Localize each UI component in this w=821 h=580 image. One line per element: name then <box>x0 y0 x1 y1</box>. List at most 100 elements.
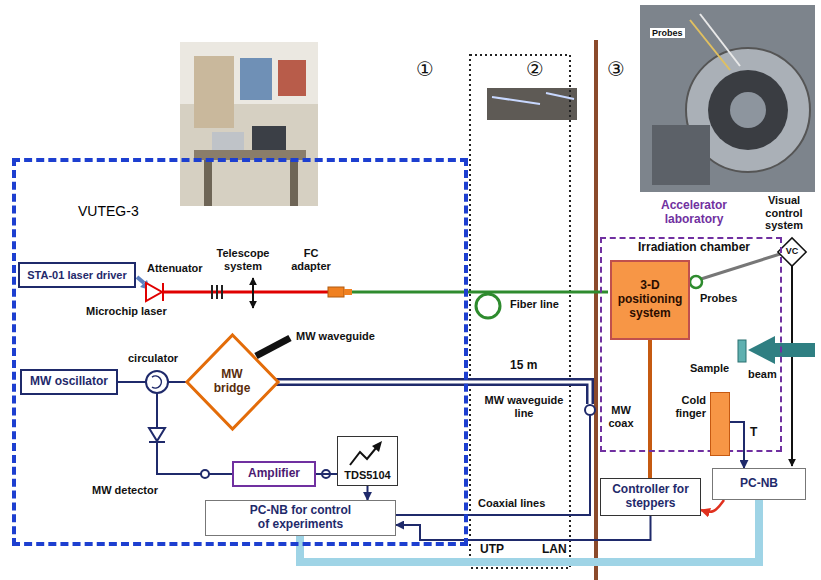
lab-photo <box>252 126 286 150</box>
circulator-symbol <box>152 376 161 388</box>
lan-line <box>396 516 651 540</box>
lab-photo <box>278 60 306 96</box>
laser-symbol <box>162 283 164 301</box>
camera-symbol <box>778 238 806 266</box>
fc-adapter-symbol <box>328 287 352 297</box>
chamber-photo <box>640 5 815 192</box>
node-text: VUTEG-3 <box>78 203 139 219</box>
sample-symbol <box>738 340 746 362</box>
fiber-line <box>476 294 500 318</box>
edge-label: UTP <box>478 543 506 557</box>
chamber-photo <box>730 92 766 128</box>
zone-border <box>470 55 570 568</box>
lab-photo <box>180 42 318 206</box>
part-label: MW waveguide line <box>481 394 567 419</box>
fc-adapter-symbol <box>328 287 344 297</box>
amplifier-box: Amplifier <box>232 461 316 487</box>
probe-symbol <box>701 254 780 279</box>
zone-border <box>470 40 596 580</box>
part-label: Telescope system <box>214 247 272 272</box>
symbol-label: VC <box>782 246 802 256</box>
computer-box: PC-NB for control of experiments <box>205 500 396 536</box>
laser-symbol <box>137 277 144 283</box>
part-label: circulator <box>128 352 178 365</box>
corridor-photo <box>492 97 540 104</box>
oscilloscope-icon <box>350 441 382 465</box>
positioning-box: 3-D positioning system <box>610 260 690 340</box>
corridor-photo <box>487 88 577 120</box>
fiber-line <box>352 291 608 294</box>
diamond-outline <box>186 335 277 429</box>
lab-photo <box>204 160 212 206</box>
cold-finger: Cold finger <box>710 392 730 456</box>
node-text: MW oscillator <box>30 375 108 389</box>
coax-line <box>396 415 590 515</box>
chamber-photo <box>708 70 788 150</box>
node-text: Controller for steppers <box>606 483 695 511</box>
callout-number: ② <box>526 58 544 81</box>
node-text: PC-NB <box>740 477 778 491</box>
dimension-label: 15 m <box>510 359 537 373</box>
coax-line <box>396 415 590 515</box>
bridge-diamond: MW bridge <box>185 333 280 431</box>
node-text: Cold finger <box>662 394 706 419</box>
chamber-photo <box>652 125 710 185</box>
driver-box: STA-01 laser driver <box>18 262 136 288</box>
temperature-line <box>730 422 744 468</box>
node-text: MW bridge <box>204 368 260 396</box>
circulator-symbol <box>118 371 193 428</box>
camera-symbol <box>791 265 793 466</box>
waveguide-line <box>256 338 290 356</box>
detector-symbol <box>157 442 232 474</box>
controller-box: Controller for steppers <box>600 478 701 516</box>
part-label: FC adapter <box>286 247 336 272</box>
signal-arrow <box>367 486 369 500</box>
part-label: Fiber line <box>510 298 559 311</box>
node-text: STA-01 laser driver <box>27 269 126 282</box>
attenuator-symbol <box>211 285 213 299</box>
system-region: VUTEG-3STA-01 laser driverMW oscillatorM… <box>12 158 468 546</box>
oscilloscope-icon <box>350 448 376 465</box>
oscilloscope-box: TDS5104 <box>337 436 398 486</box>
data-arrow <box>701 500 724 512</box>
node-text: Amplifier <box>248 467 300 481</box>
part-label: Attenuator <box>147 262 203 275</box>
part-label: Sample <box>690 362 729 375</box>
probe-symbol <box>690 276 702 288</box>
callout-number: ③ <box>607 58 625 81</box>
part-label: MW coax <box>604 404 638 429</box>
attenuator-symbol <box>221 285 223 299</box>
waveguide-line <box>585 405 595 415</box>
node-text: 3-D positioning system <box>617 279 683 320</box>
edge-label: T <box>748 426 759 440</box>
photo-label: Probes <box>650 28 685 38</box>
zone-border <box>594 40 598 580</box>
telescope-symbol <box>252 278 254 308</box>
lab-photo <box>180 42 318 206</box>
node-text: TDS5104 <box>344 469 390 482</box>
part-label: beam <box>748 368 777 381</box>
part-label: Probes <box>700 292 737 305</box>
laser-symbol <box>137 277 328 301</box>
circulator-symbol <box>118 381 146 383</box>
node-text: PC-NB for control of experiments <box>247 504 355 532</box>
node-text: Irradiation chamber <box>638 241 750 255</box>
part-label: Microchip laser <box>86 305 167 318</box>
laser-symbol <box>164 291 328 294</box>
detector-symbol <box>149 428 165 441</box>
sample-symbol <box>738 340 746 362</box>
part-label: MW detector <box>92 484 158 497</box>
part-label: Coaxial lines <box>478 497 545 510</box>
lab-photo <box>290 160 298 206</box>
corridor-photo <box>487 88 577 120</box>
computer-box: PC-NB <box>712 468 806 500</box>
chamber-photo <box>700 14 740 66</box>
lab-photo <box>240 58 272 100</box>
telescope-symbol <box>253 278 254 308</box>
control-cable <box>648 340 652 478</box>
edge-label: LAN <box>540 543 569 557</box>
oscilloscope-icon <box>372 441 382 452</box>
area-label: Accelerator laboratory <box>648 199 740 227</box>
fc-adapter-symbol <box>344 289 352 295</box>
